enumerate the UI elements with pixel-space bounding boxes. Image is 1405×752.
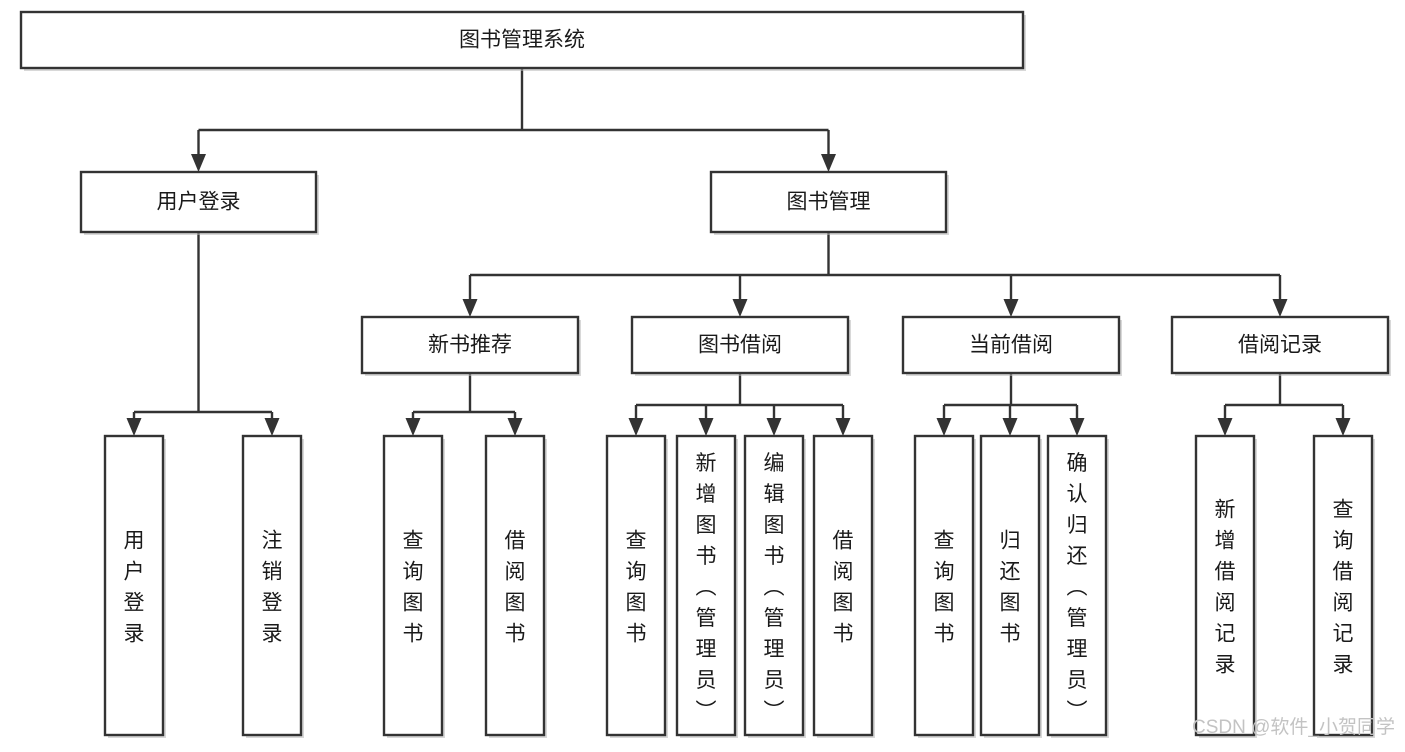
node-box[interactable] [1170,315,1390,375]
node-box[interactable] [79,170,318,234]
node-leaf-borrow-book[interactable]: 借阅图书 [812,434,875,738]
arrow-head [1272,299,1288,317]
edge-group-book-manage [462,232,1288,317]
arrow-head [126,418,142,436]
node-label: 新书推荐 [428,334,512,357]
node-book-manage[interactable]: 图书管理 [709,170,949,235]
edge-group-root [191,68,836,172]
edge-layer [126,68,1351,436]
node-box[interactable] [360,315,580,375]
arrow-head [1002,418,1018,436]
edge-group-user-login [126,232,280,436]
arrow-head [821,154,836,172]
arrow-head [264,418,280,436]
arrow-head [835,418,851,436]
arrow-head [191,154,206,172]
arrow-head [628,418,644,436]
node-leaf-return-book[interactable]: 归还图书 [979,434,1042,738]
node-label: 用户登录 [157,191,241,214]
edge-group-current-borrow [936,373,1085,436]
arrow-head [1069,418,1085,436]
node-current-borrow[interactable]: 当前借阅 [901,315,1122,376]
node-label: 借阅记录 [1238,334,1322,357]
node-leaf-user-login[interactable]: 用户登录 [103,434,166,738]
node-box[interactable] [743,434,805,737]
edge-group-book-borrow [628,373,851,436]
arrow-head [462,299,478,317]
arrow-head [936,418,952,436]
node-label: 借阅图书 [505,530,526,646]
node-label: 查询图书 [626,530,647,646]
node-book-borrow[interactable]: 图书借阅 [630,315,851,376]
node-box[interactable] [484,434,546,737]
node-box[interactable] [19,10,1025,70]
node-label: 用户登录 [124,530,145,646]
node-leaf-add-borrow-record[interactable]: 新增借阅记录 [1194,434,1257,738]
node-layer: 图书管理系统用户登录图书管理新书推荐图书借阅当前借阅借阅记录用户登录注销登录查询… [19,10,1391,738]
arrow-head [1217,418,1233,436]
arrow-head [766,418,782,436]
node-label: 新增图书︵管理员︶ [696,452,717,723]
node-label: 归还图书 [1000,530,1021,646]
arrow-head [507,418,523,436]
node-box[interactable] [812,434,874,737]
watermark-layer: CSDN @软件_小贺同学 [1192,716,1395,738]
node-new-book-recommend[interactable]: 新书推荐 [360,315,581,376]
node-label: 当前借阅 [969,334,1053,357]
node-box[interactable] [913,434,975,737]
node-leaf-query-book-borrow[interactable]: 查询图书 [605,434,668,738]
node-borrow-record[interactable]: 借阅记录 [1170,315,1391,376]
node-box[interactable] [605,434,667,737]
arrow-head [698,418,714,436]
node-label: 查询借阅记录 [1333,499,1354,677]
node-box[interactable] [979,434,1041,737]
node-user-login[interactable]: 用户登录 [79,170,319,235]
arrow-head [732,299,748,317]
node-label: 编辑图书︵管理员︶ [764,452,785,723]
node-leaf-confirm-return-admin[interactable]: 确认归还︵管理员︶ [1046,434,1109,738]
node-label: 图书借阅 [698,334,782,357]
edge-group-borrow-record [1217,373,1351,436]
node-box[interactable] [103,434,165,737]
node-box[interactable] [901,315,1121,375]
node-leaf-user-logout[interactable]: 注销登录 [241,434,304,738]
node-leaf-query-book-rec[interactable]: 查询图书 [382,434,445,738]
arrow-head [405,418,421,436]
node-box[interactable] [709,170,948,234]
arrow-head [1003,299,1019,317]
node-box[interactable] [630,315,850,375]
node-box[interactable] [1046,434,1108,737]
node-label: 查询图书 [934,530,955,646]
node-leaf-query-borrow-record[interactable]: 查询借阅记录 [1312,434,1375,738]
node-box[interactable] [241,434,303,737]
node-root[interactable]: 图书管理系统 [19,10,1026,71]
node-label: 确认归还︵管理员︶ [1067,452,1088,723]
node-label: 图书管理系统 [459,29,585,52]
node-label: 新增借阅记录 [1215,499,1236,677]
node-box[interactable] [675,434,737,737]
node-box[interactable] [382,434,444,737]
node-box[interactable] [1312,434,1374,737]
arrow-head [1335,418,1351,436]
node-label: 借阅图书 [833,530,854,646]
edge-group-new-book-recommend [405,373,523,436]
node-label: 查询图书 [403,530,424,646]
node-leaf-edit-book-admin[interactable]: 编辑图书︵管理员︶ [743,434,806,738]
watermark: CSDN @软件_小贺同学 [1192,716,1395,738]
node-label: 注销登录 [262,530,283,646]
node-leaf-add-book-admin[interactable]: 新增图书︵管理员︶ [675,434,738,738]
node-leaf-query-book-current[interactable]: 查询图书 [913,434,976,738]
node-leaf-borrow-book-rec[interactable]: 借阅图书 [484,434,547,738]
node-box[interactable] [1194,434,1256,737]
node-label: 图书管理 [787,191,871,214]
